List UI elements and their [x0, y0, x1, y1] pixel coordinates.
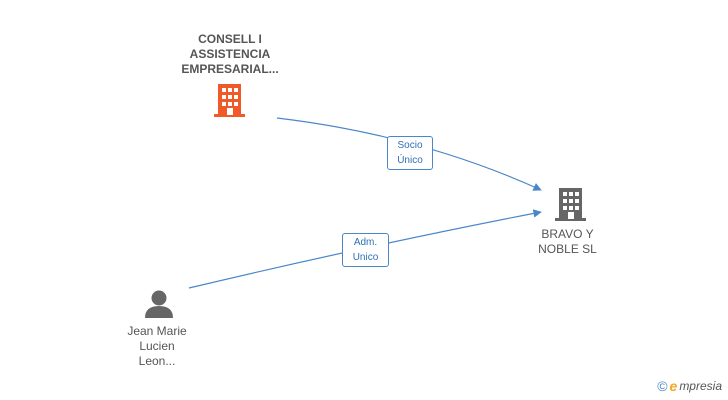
building-icon[interactable] [214, 84, 245, 117]
building-icon[interactable] [555, 188, 586, 221]
company-target-label[interactable]: BRAVO Y NOBLE SL [538, 227, 597, 256]
person-label[interactable]: Jean Marie Lucien Leon... [127, 324, 187, 368]
edge-label-socio-unico: Socio Único [387, 136, 433, 170]
copyright-icon: © [657, 378, 668, 394]
company-top-label[interactable]: CONSELL I ASSISTENCIA EMPRESARIAL... [181, 32, 279, 76]
person-icon[interactable] [145, 290, 173, 319]
edge-label-adm-unico: Adm. Unico [342, 233, 389, 267]
